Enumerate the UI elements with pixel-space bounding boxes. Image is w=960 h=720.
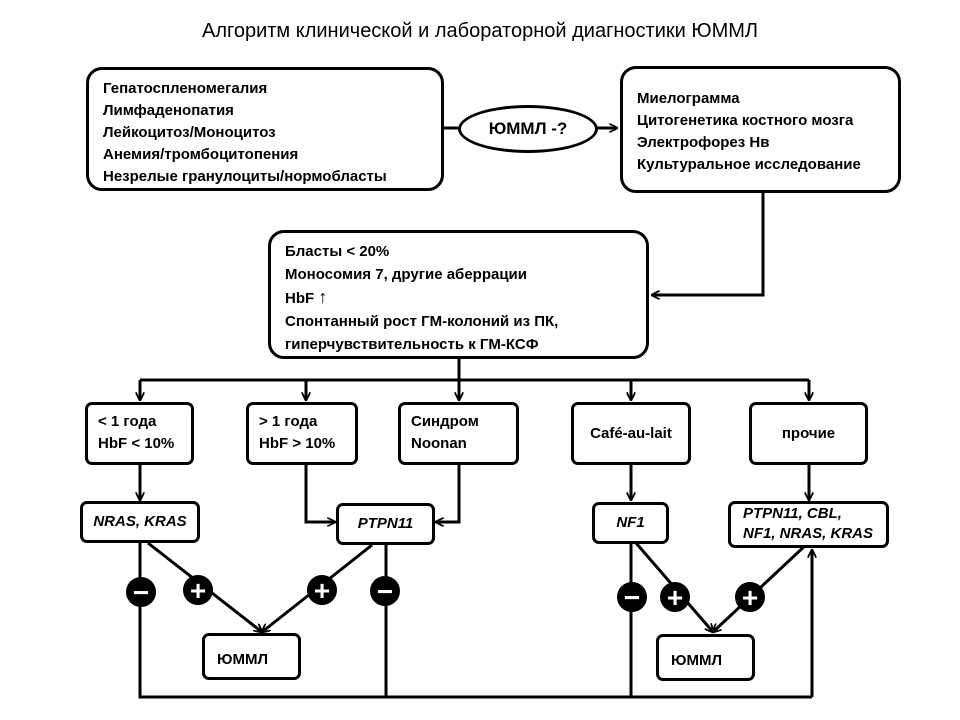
up-arrow-icon: ↑: [318, 287, 328, 307]
gene-nf1: NF1: [592, 502, 669, 544]
symptoms-box: Гепатоспленомегалия Лимфаденопатия Лейко…: [86, 67, 444, 191]
symptom-item: Лейкоцитоз/Моноцитоз: [103, 124, 276, 141]
finding-item: Бласты < 20%: [285, 243, 390, 260]
gene-others: PTPN11, CBL, NF1, NRAS, KRAS: [728, 501, 889, 548]
test-item: Электрофорез Нв: [637, 134, 770, 151]
question-ellipse: ЮММЛ -?: [458, 105, 598, 153]
category-cafe-au-lait: Café-au-lait: [571, 402, 691, 465]
symptom-item: Незрелые гранулоциты/нормобласты: [103, 168, 387, 185]
tests-box: Миелограмма Цитогенетика костного мозга …: [620, 66, 901, 193]
symptom-item: Анемия/тромбоцитопения: [103, 146, 299, 163]
test-item: Цитогенетика костного мозга: [637, 112, 854, 129]
plus-sign-icon: +: [735, 582, 765, 612]
plus-sign-icon: +: [307, 575, 337, 605]
outcome-jmml-left: ЮММЛ: [202, 633, 301, 680]
findings-box: Бласты < 20% Моносомия 7, другие аберрац…: [268, 230, 649, 359]
gene-ptpn11: PTPN11: [336, 503, 435, 545]
gene-nras-kras: NRAS, KRAS: [80, 501, 200, 543]
test-item: Культуральное исследование: [637, 156, 861, 173]
symptom-item: Лимфаденопатия: [103, 102, 234, 119]
minus-sign-icon: −: [370, 576, 400, 606]
category-over-1-year: > 1 года HbF > 10%: [246, 402, 358, 465]
finding-item: HbF ↑: [285, 287, 328, 307]
minus-sign-icon: −: [617, 582, 647, 612]
diagram-title: Алгоритм клинической и лабораторной диаг…: [201, 20, 759, 42]
minus-sign-icon: −: [126, 577, 156, 607]
category-others: прочие: [749, 402, 868, 465]
category-noonan: Синдром Noonan: [398, 402, 519, 465]
test-item: Миелограмма: [637, 90, 740, 107]
plus-sign-icon: +: [183, 575, 213, 605]
plus-sign-icon: +: [660, 582, 690, 612]
category-under-1-year: < 1 года HbF < 10%: [85, 402, 194, 465]
finding-item: гиперчувствительность к ГМ-КСФ: [285, 336, 539, 353]
finding-item: Спонтанный рост ГМ-колоний из ПК,: [285, 313, 559, 330]
question-text: ЮММЛ -?: [488, 119, 568, 138]
outcome-jmml-right: ЮММЛ: [656, 634, 755, 681]
symptom-item: Гепатоспленомегалия: [103, 80, 268, 97]
finding-item: Моносомия 7, другие аберрации: [285, 266, 527, 283]
